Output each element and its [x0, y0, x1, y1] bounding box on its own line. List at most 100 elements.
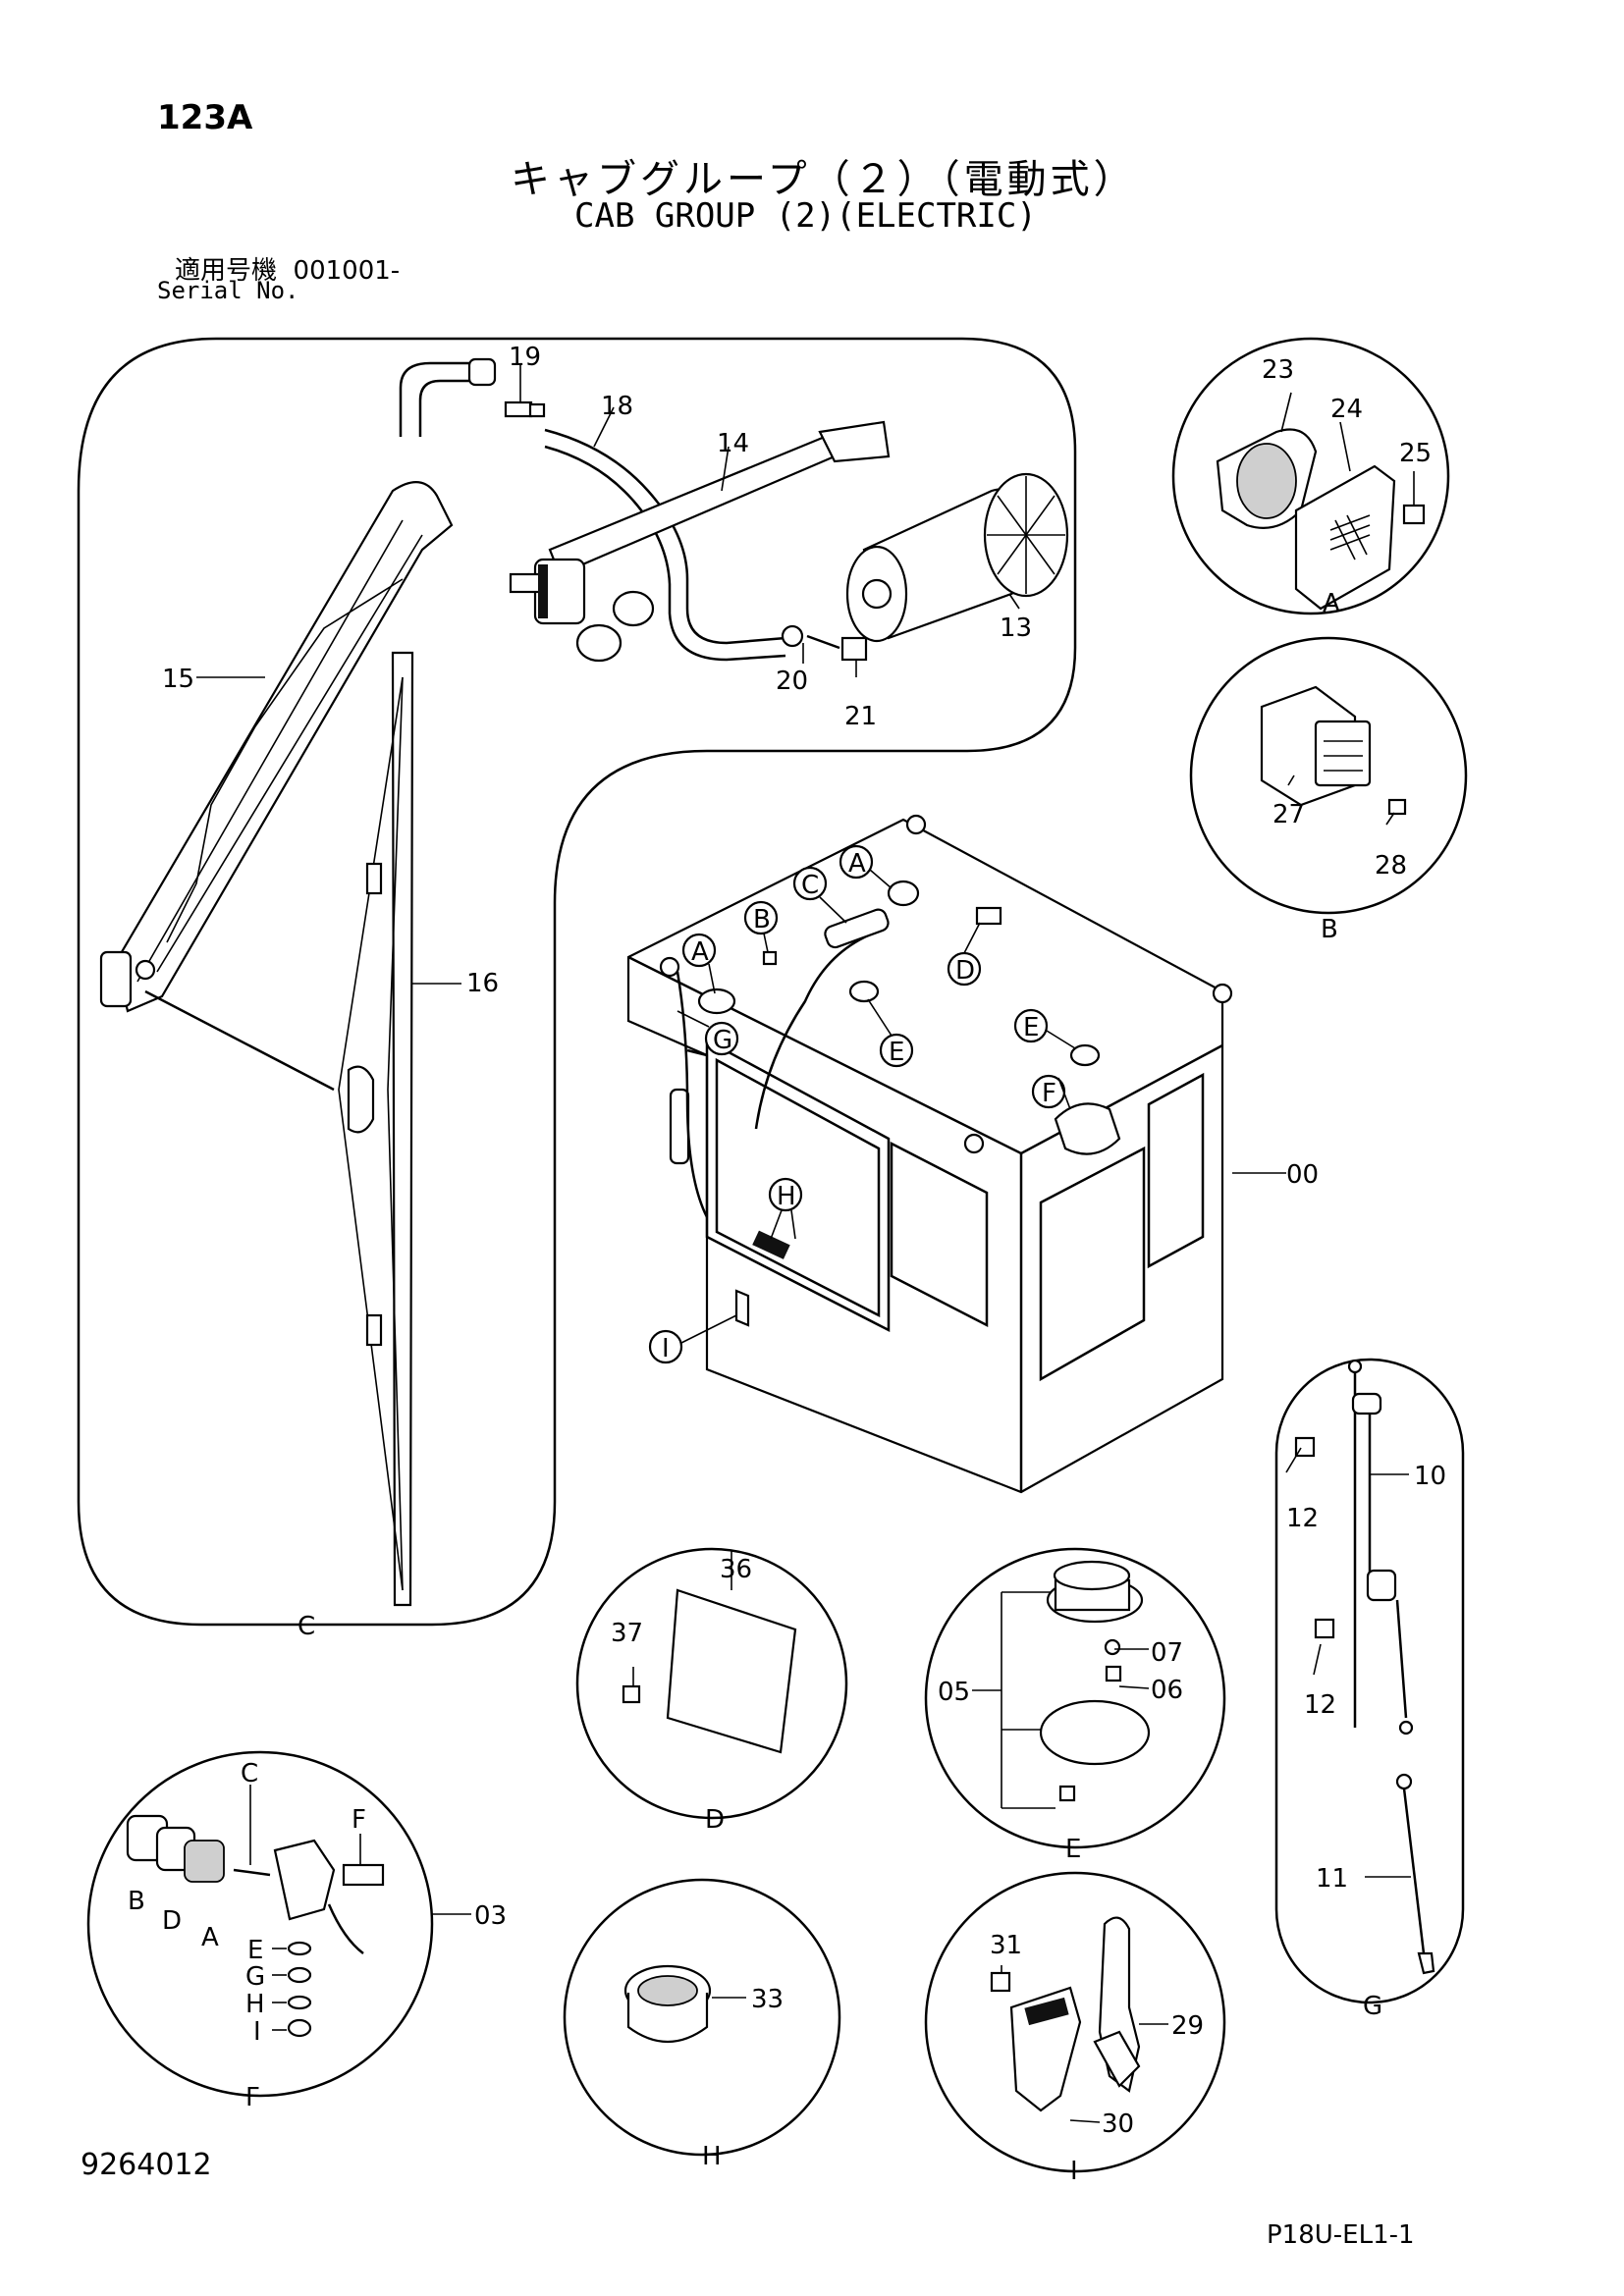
room-lamp-lens-ribs [1324, 740, 1363, 772]
cable-clip-mid [1366, 1569, 1397, 1602]
cab-ref-a-left: A [691, 937, 709, 967]
title-english: CAB GROUP (2)(ELECTRIC) [574, 196, 1037, 236]
callout-30: 30 [1102, 2109, 1134, 2139]
washer-e [287, 1941, 312, 1956]
callout-23: 23 [1262, 355, 1294, 385]
detail-a-speaker [1171, 337, 1450, 615]
cable-clip-top [1351, 1392, 1382, 1415]
wiper-arm-spring [166, 578, 404, 943]
callout-07: 07 [1151, 1638, 1183, 1668]
gearbox-ribs [987, 476, 1065, 594]
callout-21: 21 [844, 702, 877, 731]
lever-29-base [1093, 2030, 1141, 2088]
callout-03: 03 [474, 1901, 507, 1931]
detail-i-outline [924, 1871, 1226, 2173]
cab-handle [669, 1088, 690, 1165]
cab-ref-a-right: A [848, 849, 866, 879]
detail-caption-d: D [705, 1805, 725, 1835]
title-japanese: キャブグループ（２）（電動式） [511, 157, 1137, 202]
cab-plate-d [975, 906, 1002, 926]
cab-ref-b-circle [743, 900, 779, 935]
pivot-cap-2 [612, 590, 655, 627]
screw-bottom [1058, 1785, 1076, 1802]
cup-33-body [626, 1993, 709, 2044]
wiper-motor-shaft [861, 578, 893, 610]
cab-cap-e-2 [1069, 1043, 1101, 1067]
cab-assembly [626, 814, 1233, 1494]
cab-ref-e-right-circle [1013, 1008, 1049, 1043]
wiper-blade-frame-2 [387, 676, 404, 1591]
bracket-30-teeth [1024, 1997, 1069, 2026]
detail-caption-a: A [1323, 589, 1340, 618]
callout-00: 00 [1286, 1160, 1319, 1190]
cab-ref-i-circle [648, 1329, 683, 1364]
hose-end [467, 357, 497, 387]
front-window [705, 1038, 891, 1333]
callout-05: 05 [938, 1678, 970, 1707]
wiper-blade-clip [347, 1065, 375, 1134]
screw-31 [990, 1971, 1011, 1993]
switch-letter-g: G [245, 1962, 265, 1992]
screw-12-bottom [1314, 1618, 1335, 1639]
switch-letter-e: E [247, 1936, 263, 1965]
sheet-code: P18U-EL1-1 [1267, 2220, 1415, 2250]
cab-ref-c-circle [792, 866, 828, 901]
connector-19-tip [528, 402, 546, 418]
cab-handle-f [1054, 1102, 1121, 1155]
cab-ref-f: F [1042, 1079, 1056, 1108]
wiper-arm-15 [114, 481, 454, 1013]
switch-letter-b: B [128, 1887, 145, 1916]
wiper-arm-pin [135, 959, 156, 981]
serial-value: 001001- [293, 256, 401, 286]
blade-leader [144, 989, 335, 1092]
cab-ref-c: C [801, 871, 819, 900]
callout-31: 31 [990, 1931, 1022, 1960]
cab-ref-a-right-circle [839, 844, 874, 880]
cab-hook-3 [659, 956, 680, 978]
link-rod-14 [548, 435, 837, 576]
cable-tail [1395, 1599, 1408, 1719]
pivot-cap [575, 623, 623, 663]
cab-ref-i: I [662, 1334, 670, 1363]
cab-ref-a-left-circle [681, 933, 717, 968]
wiper-arm-hinge [99, 950, 133, 1008]
cab-hook-2 [1212, 983, 1233, 1004]
cable-end-top [1347, 1359, 1363, 1374]
switch-letter-d: D [162, 1906, 182, 1936]
cap-05-lid [1053, 1560, 1131, 1591]
callout-29: 29 [1171, 2011, 1204, 2041]
detail-caption-f: F [245, 2083, 260, 2112]
cable-end [1398, 1720, 1414, 1735]
detail-f-outline [86, 1750, 434, 2098]
plate-36 [666, 1588, 797, 1754]
callout-28: 28 [1375, 851, 1407, 881]
leader-lines [196, 365, 1415, 2123]
clamp-20 [781, 624, 804, 648]
side-window-rear [1039, 1146, 1146, 1382]
cab-ref-b: B [753, 905, 771, 934]
document-number: 9264012 [81, 2148, 212, 2182]
detail-f-switch [86, 1750, 434, 2098]
detail-g-cable [1274, 1358, 1465, 2004]
switch-letter-f: F [352, 1805, 366, 1835]
cab-ref-e-left-circle [879, 1033, 914, 1068]
detail-g-outline [1274, 1358, 1465, 2004]
cab-ref-h-circle [768, 1177, 803, 1212]
cab-lever-i [734, 1289, 750, 1327]
page-number: 123A [157, 98, 253, 137]
switch-letter-i: I [253, 2017, 261, 2047]
washer-h [287, 1995, 312, 2010]
callout-25: 25 [1399, 439, 1432, 468]
cab-speaker-a-left [697, 988, 736, 1015]
serial-label-japanese: 適用号機 001001- [175, 250, 400, 287]
detail-e-outline [924, 1547, 1226, 1849]
washer-hose-bend [399, 361, 471, 437]
wiper-blade-frame [338, 676, 404, 1591]
cap-05-base [1039, 1699, 1151, 1766]
cab-edge-left [686, 1048, 708, 1057]
detail-caption-h: H [702, 2142, 722, 2171]
callout-19: 19 [509, 343, 541, 372]
washer-g [287, 1966, 312, 1984]
cab-emblem-h [752, 1230, 790, 1259]
